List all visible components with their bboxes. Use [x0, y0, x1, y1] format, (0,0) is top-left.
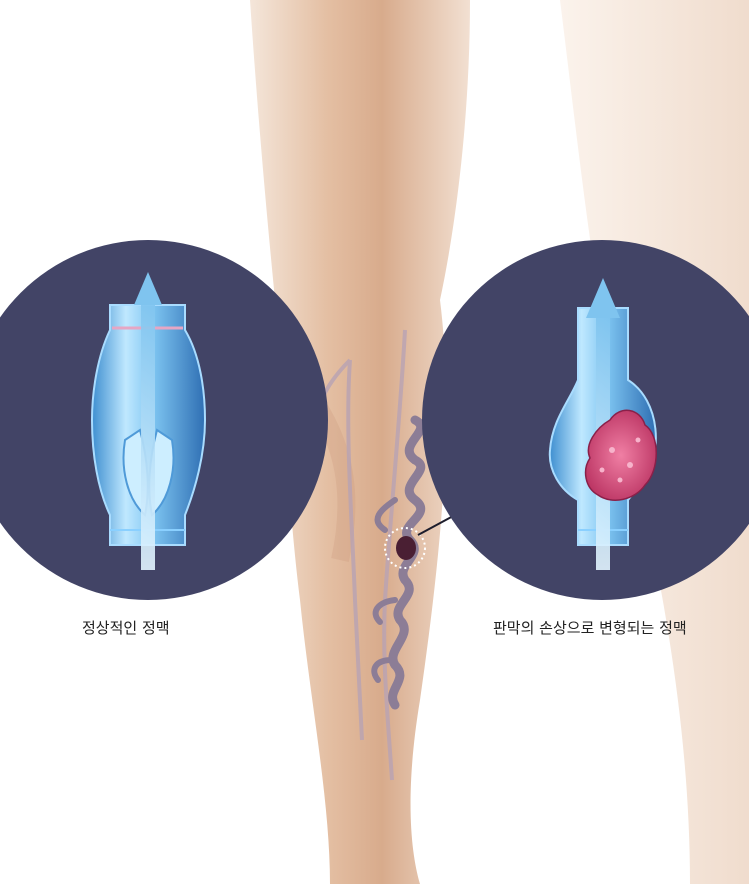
damaged-vein-valve-icon [548, 278, 657, 570]
zoom-pointer-line [417, 514, 456, 536]
normal-vein-valve-icon [90, 272, 207, 570]
normal-vein-caption: 정상적인 정맥 [82, 619, 170, 637]
front-leg-shape [250, 0, 470, 884]
bulging-vein-spot [396, 536, 416, 560]
zoom-marker-circle [384, 527, 426, 569]
clot-mass [584, 409, 657, 501]
damaged-vein-caption: 판막의 손상으로 변형되는 정맥 [493, 619, 687, 637]
